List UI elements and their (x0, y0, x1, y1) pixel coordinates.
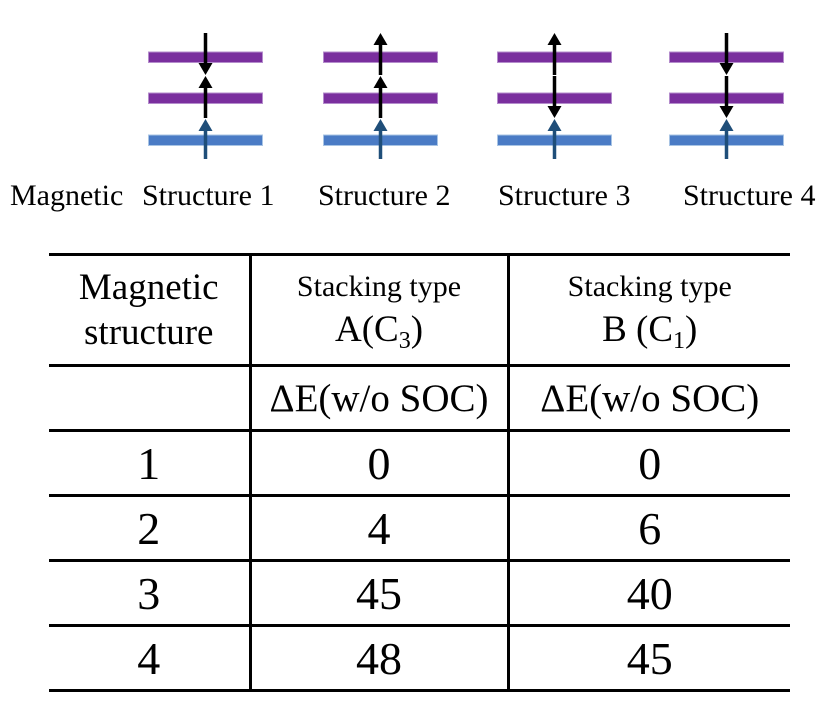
cell-energy-b: 6 (506, 494, 790, 562)
energy-table: Magnetic structure Stacking type A(C3) S… (49, 253, 790, 692)
subheader-cell-empty (49, 364, 250, 432)
formula-text: ) (685, 309, 698, 350)
cell-energy-b: 40 (506, 559, 790, 627)
header-cell-magnetic-structure: Magnetic structure (49, 253, 250, 367)
structure-label-2: Structure 2 (318, 179, 451, 212)
magnetic-structure-diagram-4 (669, 33, 784, 159)
magnetic-structure-diagram-3 (497, 33, 612, 159)
table-row: 3 45 40 (49, 559, 790, 627)
substrate-spin-arrow-up (547, 119, 562, 159)
spin-arrow-top-up (547, 33, 562, 75)
table-header-row: Magnetic structure Stacking type A(C3) S… (49, 253, 791, 367)
structure-label-4: Structure 4 (683, 179, 816, 212)
cell-energy-b: 0 (506, 429, 790, 497)
table-row: 1 0 0 (49, 429, 790, 497)
spin-arrow-middle-up (198, 76, 213, 118)
header-line: Stacking type (296, 270, 462, 303)
spin-arrow-middle-down (719, 76, 734, 118)
structure-label-1: Structure 1 (142, 179, 275, 212)
spin-arrow-middle-up (373, 76, 388, 118)
diagram-prefix-label: Magnetic (10, 179, 124, 212)
formula-text: B (C (602, 309, 674, 350)
cell-energy-a: 0 (248, 429, 508, 497)
spin-arrow-top-up (373, 33, 388, 75)
table-subheader-row: ΔE(w/o SOC) ΔE(w/o SOC) (49, 364, 790, 432)
spin-arrow-middle-down (547, 76, 562, 118)
header-line: structure (84, 312, 214, 353)
cell-energy-a: 45 (248, 559, 508, 627)
cell-energy-a: 4 (248, 494, 508, 562)
header-cell-stacking-a: Stacking type A(C3) (248, 253, 508, 367)
formula-subscript: 3 (398, 328, 411, 354)
cell-structure-id: 4 (49, 624, 250, 692)
magnetic-structure-diagram-1 (148, 33, 263, 159)
cell-energy-b: 45 (506, 624, 790, 692)
cell-structure-id: 1 (49, 429, 250, 497)
header-line: Magnetic (78, 267, 219, 308)
formula-text: ) (410, 309, 424, 350)
magnetic-structure-diagram-2 (323, 33, 438, 159)
cell-structure-id: 2 (49, 494, 250, 562)
cell-structure-id: 3 (49, 559, 250, 627)
spin-arrow-top-down (719, 33, 734, 75)
subheader-cell-delta-e-a: ΔE(w/o SOC) (248, 364, 508, 432)
subheader-cell-delta-e-b: ΔE(w/o SOC) (506, 364, 790, 432)
formula-b-c1: B (C1) (510, 305, 791, 355)
formula-subscript: 1 (673, 328, 686, 354)
substrate-spin-arrow-up (719, 119, 734, 159)
header-line: Stacking type (567, 270, 732, 303)
cell-energy-a: 48 (248, 624, 508, 692)
substrate-spin-arrow-up (373, 119, 388, 159)
structure-label-3: Structure 3 (498, 179, 631, 212)
table-row: 4 48 45 (49, 624, 790, 692)
spin-arrow-top-down (198, 33, 213, 75)
formula-a-c3: A(C3) (252, 305, 507, 355)
header-cell-stacking-b: Stacking type B (C1) (506, 253, 791, 367)
table-row: 2 4 6 (49, 494, 790, 562)
substrate-spin-arrow-up (198, 119, 213, 159)
formula-text: A(C (334, 309, 399, 350)
